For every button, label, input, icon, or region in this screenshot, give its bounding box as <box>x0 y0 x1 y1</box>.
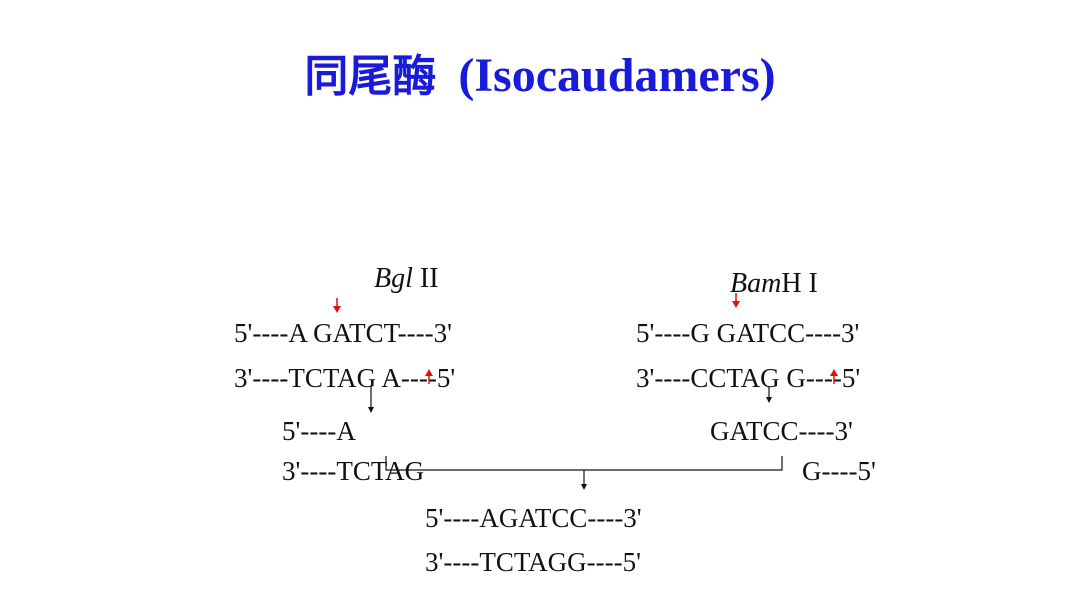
enzyme-right-roman: H I <box>781 268 818 299</box>
bamhi-fragment-top: GATCC----3' <box>710 416 853 446</box>
cut-arrow-bamhi-bottom <box>830 369 838 384</box>
title-english: (Isocaudamers) <box>458 49 776 102</box>
cut-arrow-bglii-bottom <box>425 369 433 384</box>
bglii-bottom-strand: 3'----TCTAG A----5' <box>234 363 456 393</box>
cut-arrow-bglii-top <box>333 298 341 313</box>
bglii-top-strand: 5'----A GATCT----3' <box>234 318 452 348</box>
ligation-bracket <box>385 456 783 471</box>
bamhi-fragment-bottom: G----5' <box>802 456 876 486</box>
page-title: 同尾酶 (Isocaudamers) <box>0 52 1080 100</box>
bglii-fragment-bottom: 3'----TCTAG <box>282 456 425 486</box>
product-top-strand: 5'----AGATCC----3' <box>425 503 642 533</box>
enzyme-left-italic: Bgl <box>374 263 413 294</box>
cut-arrow-bamhi-top <box>732 293 740 308</box>
enzyme-label-bamhi: BamH I <box>730 270 818 298</box>
product-bottom-strand: 3'----TCTAGG----5' <box>425 547 641 577</box>
title-chinese: 同尾酶 <box>304 51 437 102</box>
enzyme-right-italic: Bam <box>730 268 782 299</box>
bamhi-top-strand: 5'----G GATCC----3' <box>636 318 860 348</box>
bglii-fragment-top: 5'----A <box>282 416 356 446</box>
enzyme-label-bglii: Bgl II <box>374 265 439 293</box>
bamhi-bottom-strand: 3'----CCTAG G----5' <box>636 363 861 393</box>
enzyme-left-roman: II <box>412 263 439 294</box>
